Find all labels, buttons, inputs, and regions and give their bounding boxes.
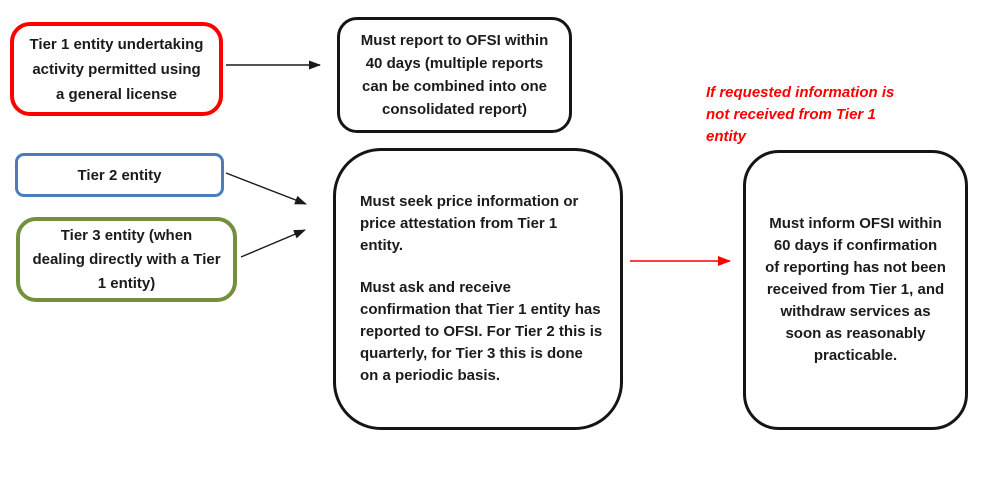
node-text-line: practicable.	[813, 347, 898, 364]
node-text-line: soon as reasonably	[785, 325, 926, 342]
node-text-line: Tier 3 entity (when	[60, 226, 193, 244]
node-text-line: 40 days (multiple reports	[365, 55, 544, 72]
node-text-line: 60 days if confirmation	[773, 237, 938, 254]
node-text-line: confirmation that Tier 1 entity has	[360, 301, 601, 318]
arrow-tier2-to-obligations	[225, 172, 307, 205]
obligations-paragraph-2: Must ask and receive confirmation that T…	[360, 277, 602, 387]
node-seek-price-confirmation: Must seek price information or price att…	[333, 148, 623, 430]
node-text-line: activity permitted using	[32, 60, 201, 78]
node-inform-ofsi-60-days: Must inform OFSI within 60 days if confi…	[743, 150, 968, 430]
node-text-line: price attestation from Tier 1	[360, 215, 558, 232]
node-text-line: Tier 2 entity	[77, 166, 162, 184]
node-text-line: withdraw services as	[780, 303, 931, 320]
node-report-ofsi-40-days: Must report to OFSI within 40 days (mult…	[337, 17, 572, 133]
node-text-line: entity.	[360, 237, 404, 254]
node-tier1-entity: Tier 1 entity undertaking activity permi…	[10, 22, 223, 116]
node-tier3-entity: Tier 3 entity (when dealing directly wit…	[16, 217, 237, 302]
node-text-line: received from Tier 1, and	[766, 281, 945, 298]
node-text-line: Tier 1 entity undertaking	[29, 35, 204, 53]
node-text-line: Must inform OFSI within	[769, 215, 942, 232]
node-text-line: Must report to OFSI within	[360, 32, 549, 49]
annotation-line: If requested information is	[706, 84, 895, 101]
node-text-line: can be combined into one	[361, 78, 548, 95]
node-text-line: 1 entity)	[97, 274, 156, 292]
arrow-tier3-to-obligations	[240, 229, 306, 258]
node-text-line: reported to OFSI. For Tier 2 this is	[360, 323, 603, 340]
red-condition-annotation: If requested information is not received…	[706, 82, 916, 148]
node-tier2-entity: Tier 2 entity	[15, 153, 224, 197]
annotation-line: not received from Tier 1	[706, 106, 876, 123]
node-text-line: Must ask and receive	[360, 279, 511, 296]
node-text-line: quarterly, for Tier 3 this is done	[360, 345, 583, 362]
node-text-line: of reporting has not been	[765, 259, 946, 276]
node-text-line: dealing directly with a Tier	[32, 250, 221, 268]
node-text-line: consolidated report)	[381, 101, 527, 118]
node-text-line: on a periodic basis.	[360, 367, 501, 384]
node-text-line: Must seek price information or	[360, 193, 579, 210]
node-text-line: a general license	[56, 85, 177, 103]
annotation-line: entity	[706, 128, 747, 145]
obligations-paragraph-1: Must seek price information or price att…	[360, 191, 578, 257]
